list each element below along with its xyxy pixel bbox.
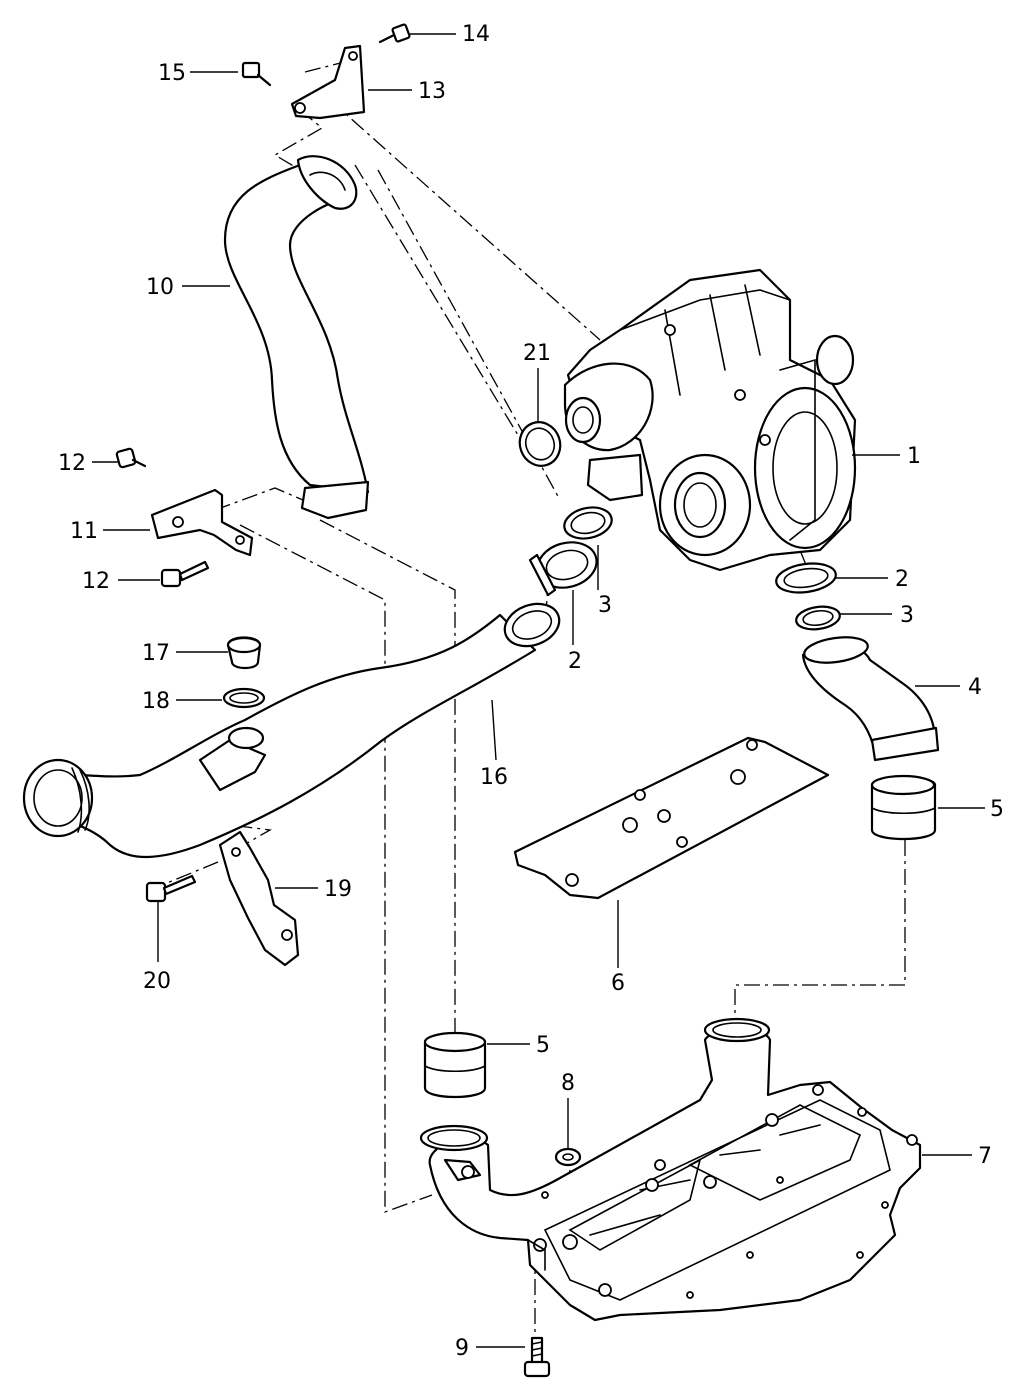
callout-3-right: 3 xyxy=(900,603,914,628)
hose-10 xyxy=(223,155,370,520)
callout-12-lower: 12 xyxy=(82,569,110,594)
callout-17: 17 xyxy=(142,641,170,666)
sleeve-5-right xyxy=(870,774,937,841)
callout-2-left: 2 xyxy=(568,649,582,674)
washer-8 xyxy=(554,1147,582,1167)
callout-2-right: 2 xyxy=(895,567,909,592)
callout-7: 7 xyxy=(978,1144,992,1169)
intake-pipe-16 xyxy=(22,602,561,859)
cap-17 xyxy=(226,636,262,670)
bracket-13 xyxy=(290,44,366,120)
callout-3-left: 3 xyxy=(598,593,612,618)
callout-15: 15 xyxy=(158,61,186,86)
callout-20: 20 xyxy=(143,969,171,994)
callout-1: 1 xyxy=(907,444,921,469)
turbocharger-1 xyxy=(563,268,857,572)
callout-5-left: 5 xyxy=(536,1033,550,1058)
sleeve-5-left xyxy=(423,1031,487,1099)
intercooler-7 xyxy=(419,1017,922,1322)
callout-4: 4 xyxy=(968,675,982,700)
seal-21 xyxy=(518,421,562,467)
callout-5-right: 5 xyxy=(990,797,1004,822)
callout-21: 21 xyxy=(523,341,551,366)
seal-3-left xyxy=(563,506,613,540)
callout-12-upper: 12 xyxy=(58,451,86,476)
elbow-hose-4 xyxy=(801,636,940,762)
callout-labels: 14 15 13 10 21 12 11 12 1 3 2 2 3 4 5 17… xyxy=(58,22,1004,1361)
callout-9: 9 xyxy=(455,1336,469,1361)
bolt-12-lower xyxy=(160,560,210,588)
clamp-2-left xyxy=(528,541,598,597)
callout-6: 6 xyxy=(611,971,625,996)
callout-8: 8 xyxy=(561,1071,575,1096)
bolt-15 xyxy=(241,61,272,87)
bolt-12-upper xyxy=(115,447,147,469)
callout-16: 16 xyxy=(480,765,508,790)
bolt-14 xyxy=(378,23,411,44)
bolt-9 xyxy=(523,1336,551,1378)
leader-lines xyxy=(92,33,985,1348)
callout-14: 14 xyxy=(462,22,490,47)
bracket-19 xyxy=(218,830,300,967)
o-ring-18 xyxy=(222,687,266,709)
callout-18: 18 xyxy=(142,689,170,714)
callout-19: 19 xyxy=(324,877,352,902)
clamp-2-right xyxy=(775,562,837,594)
seal-3-right xyxy=(795,605,841,631)
gasket-6 xyxy=(513,736,830,900)
callout-13: 13 xyxy=(418,79,446,104)
bracket-11 xyxy=(150,488,254,557)
callout-11: 11 xyxy=(70,519,98,544)
bolt-20 xyxy=(145,874,197,903)
callout-10: 10 xyxy=(146,275,174,300)
